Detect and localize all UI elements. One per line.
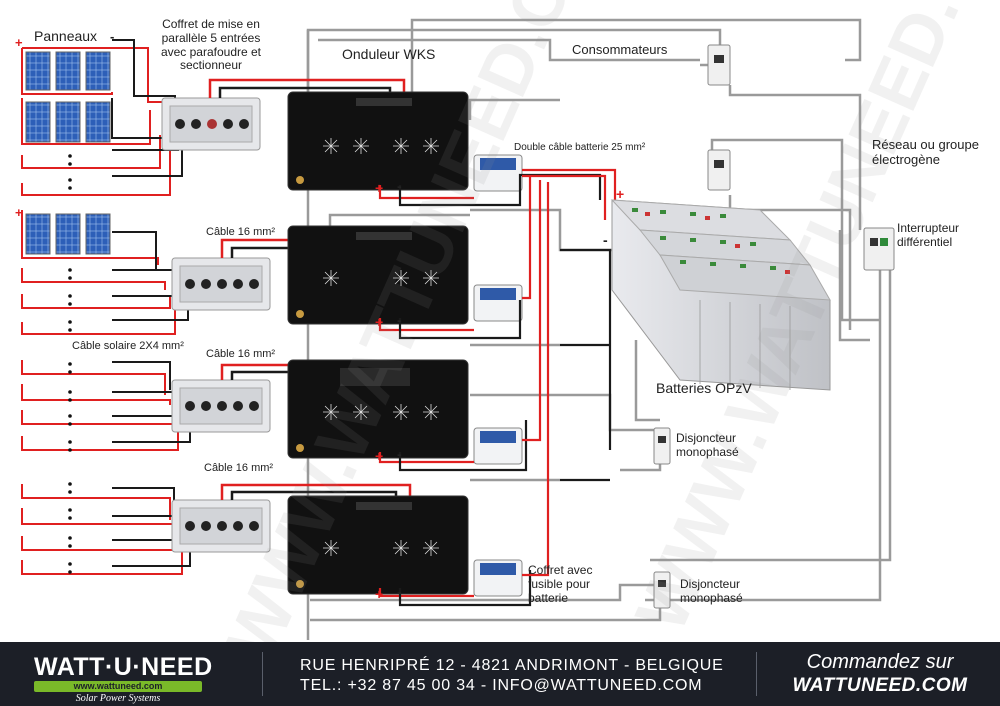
- solar-panel: [55, 101, 81, 143]
- inverter: [287, 495, 469, 595]
- cable16-label: Câble 16 mm²: [206, 348, 276, 360]
- solar-panel: [55, 213, 81, 255]
- minus-sign: -: [603, 232, 608, 248]
- batteries-label: Batteries OPzV: [656, 380, 752, 396]
- logo-text: WATT·U·NEED: [34, 653, 213, 681]
- footer-divider: [262, 652, 263, 696]
- panel-ellipsis: [68, 154, 72, 574]
- double-cable-label: Double câble batterie 25 mm²: [514, 142, 646, 153]
- plus-sign: +: [375, 448, 384, 464]
- solar-panel: [85, 101, 111, 143]
- solar-panel: [25, 213, 51, 255]
- cta-line: Commandez sur: [806, 651, 954, 673]
- plus-sign: +: [616, 186, 625, 202]
- plus-sign: +: [15, 205, 23, 220]
- solar-panel: [25, 101, 51, 143]
- coffret-fusible-label: Coffret avec fusible pour batterie: [528, 563, 593, 605]
- contact-line: TEL.: +32 87 45 00 34 - INFO@WATTUNEED.C…: [300, 677, 703, 694]
- fuse-box: [473, 154, 523, 192]
- order-cta[interactable]: Commandez sur WATTUNEED.COM: [780, 650, 980, 698]
- breaker-consommateurs: [707, 44, 731, 86]
- cable16-label: Câble 16 mm²: [206, 226, 276, 238]
- breaker-monophase: [653, 427, 671, 465]
- combiner-box: [171, 379, 271, 433]
- battery-wires: [378, 168, 617, 607]
- plus-sign: +: [375, 586, 384, 602]
- cable-solaire-label: Câble solaire 2X4 mm²: [72, 340, 184, 352]
- diagram-canvas: [21, 18, 895, 640]
- cable16-label: Câble 16 mm²: [204, 462, 274, 474]
- minus-sign: -: [397, 584, 402, 600]
- plus-sign: +: [15, 35, 23, 50]
- disjoncteur-label: Disjoncteur monophasé: [680, 577, 743, 605]
- minus-sign: -: [397, 312, 402, 328]
- address-line: RUE HENRIPRÉ 12 - 4821 ANDRIMONT - BELGI…: [300, 657, 724, 674]
- coffret-label: Coffret de mise en parallèle 5 entrées a…: [160, 17, 262, 73]
- disjoncteur-label: Disjoncteur monophasé: [676, 431, 739, 459]
- inverter: [287, 225, 469, 325]
- minus-sign: -: [397, 178, 402, 194]
- fuse-box: [473, 427, 523, 465]
- onduleur-label: Onduleur WKS: [342, 46, 436, 62]
- footer-address: RUE HENRIPRÉ 12 - 4821 ANDRIMONT - BELGI…: [300, 656, 724, 696]
- differential-switch: [863, 227, 895, 271]
- combiner-box: [161, 97, 261, 151]
- breaker-monophase: [653, 571, 671, 609]
- interrupteur-label: Interrupteur différentiel: [897, 221, 960, 249]
- plus-sign: +: [375, 180, 384, 196]
- cta-link[interactable]: WATTUNEED.COM: [792, 675, 968, 696]
- wiring-diagram: WWW.WATTUNEED.COM WWW.WATTUNEED.COM + - …: [15, 0, 1000, 673]
- solar-panel: [85, 213, 111, 255]
- solar-panel: [55, 51, 81, 91]
- inverter: [287, 359, 469, 459]
- footer: WATT·U·NEED www.wattuneed.com Solar Powe…: [0, 642, 1000, 706]
- breakers: [653, 44, 895, 609]
- fuse-boxes: [473, 154, 523, 597]
- logo-tagline: Solar Power Systems: [75, 693, 161, 704]
- reseau-label: Réseau ou groupe électrogène: [872, 137, 979, 167]
- combiner-box: [171, 257, 271, 311]
- minus-sign: -: [397, 446, 402, 462]
- logo-url: www.wattuneed.com: [34, 681, 202, 692]
- footer-divider: [756, 652, 757, 696]
- fuse-box: [473, 559, 523, 597]
- inverter: [287, 91, 469, 191]
- panneaux-label: Panneaux: [34, 28, 98, 44]
- minus-sign: -: [110, 29, 115, 44]
- consommateurs-label: Consommateurs: [572, 42, 668, 57]
- combiner-boxes: [161, 97, 271, 553]
- wattuneed-logo[interactable]: WATT·U·NEED www.wattuneed.com Solar Powe…: [34, 653, 213, 704]
- fuse-box: [473, 284, 523, 322]
- solar-panel: [85, 51, 111, 91]
- pv-array: [25, 51, 111, 255]
- battery-bank: [610, 199, 831, 391]
- combiner-box: [171, 499, 271, 553]
- inverters: [287, 91, 469, 595]
- plus-sign: +: [375, 314, 384, 330]
- breaker-reseau: [707, 149, 731, 191]
- solar-panel: [25, 51, 51, 91]
